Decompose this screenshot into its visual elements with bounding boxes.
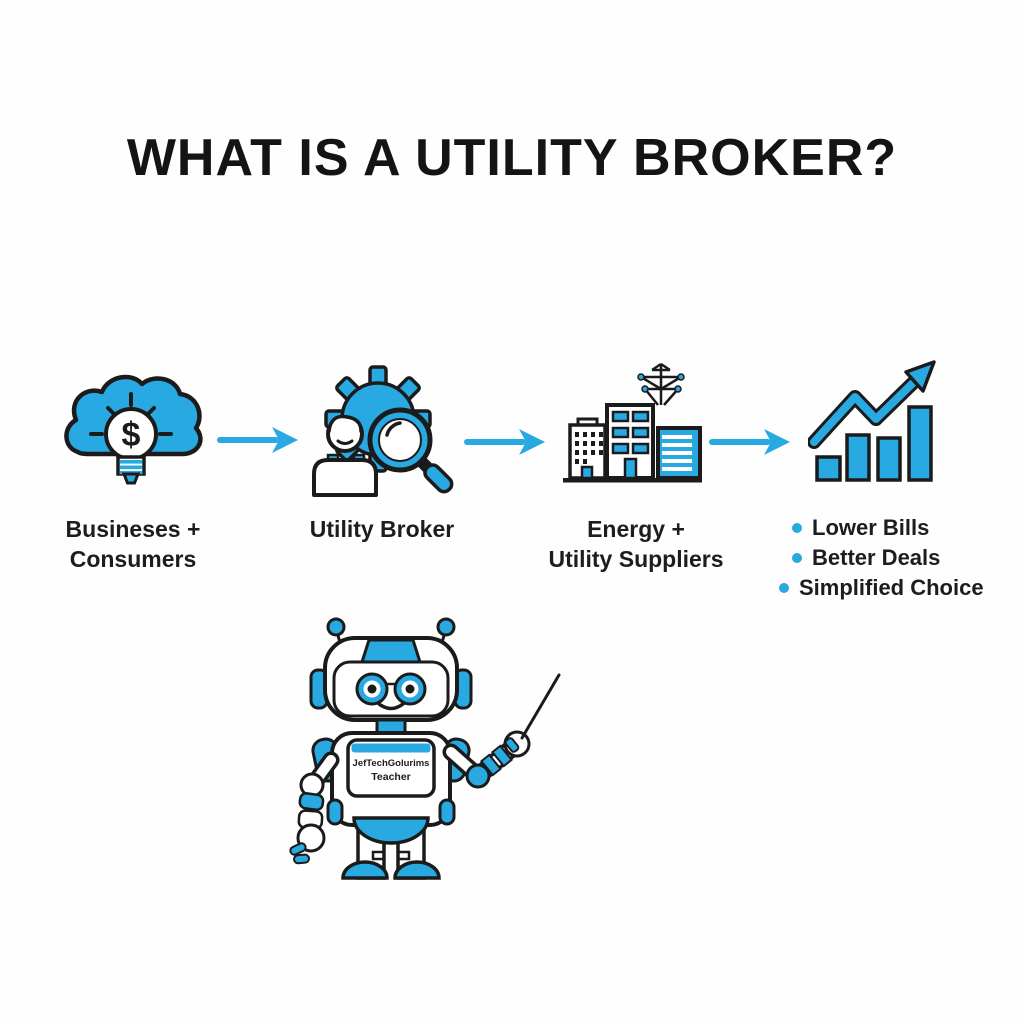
step-label-suppliers: Energy + Utility Suppliers	[548, 516, 724, 572]
magnifier-icon	[367, 407, 454, 494]
antenna-ball	[436, 617, 456, 637]
benefits-list: Lower Bills Better Deals Simplified Choi…	[779, 513, 1021, 603]
robot-mascot-icon: JefTechGolurims Teacher	[289, 617, 561, 880]
glasses-icon	[355, 672, 427, 706]
benefit-item: Lower Bills	[792, 513, 1021, 543]
robot-pelvis	[352, 816, 430, 845]
businesses-consumers-icon: $	[64, 374, 203, 485]
bullet-dot-icon	[779, 583, 789, 593]
bullet-dot-icon	[792, 553, 802, 563]
step-label-broker: Utility Broker	[309, 516, 455, 542]
mascot-badge-line2: Teacher	[371, 771, 411, 783]
bullet-dot-icon	[792, 523, 802, 533]
utility-broker-icon	[312, 365, 454, 497]
robot-right-arm	[442, 673, 561, 789]
robot-foot	[393, 860, 441, 880]
antenna-ball	[326, 617, 346, 637]
mascot-badge: JefTechGolurims Teacher	[346, 738, 436, 798]
growth-chart-icon	[808, 360, 936, 482]
pointer-stick	[520, 673, 561, 740]
energy-utility-suppliers-icon	[563, 362, 702, 483]
power-pylon-icon	[640, 362, 682, 406]
step-label-businesses: Busineses + Consumers	[65, 516, 201, 572]
flow-arrow-icon	[464, 429, 545, 455]
dollar-sign: $	[122, 416, 141, 454]
robot-foot	[341, 860, 389, 880]
mascot-badge-line1: JefTechGolurims	[353, 758, 430, 769]
person-icon	[312, 414, 378, 497]
robot-left-arm	[289, 751, 340, 865]
page-title: WHAT IS A UTILITY BROKER?	[126, 129, 898, 187]
flow-arrow-icon	[217, 427, 298, 453]
benefit-item: Simplified Choice	[779, 573, 1021, 603]
flow-arrow-icon	[709, 429, 790, 455]
benefit-item: Better Deals	[792, 543, 1021, 573]
ground-line	[563, 478, 702, 483]
